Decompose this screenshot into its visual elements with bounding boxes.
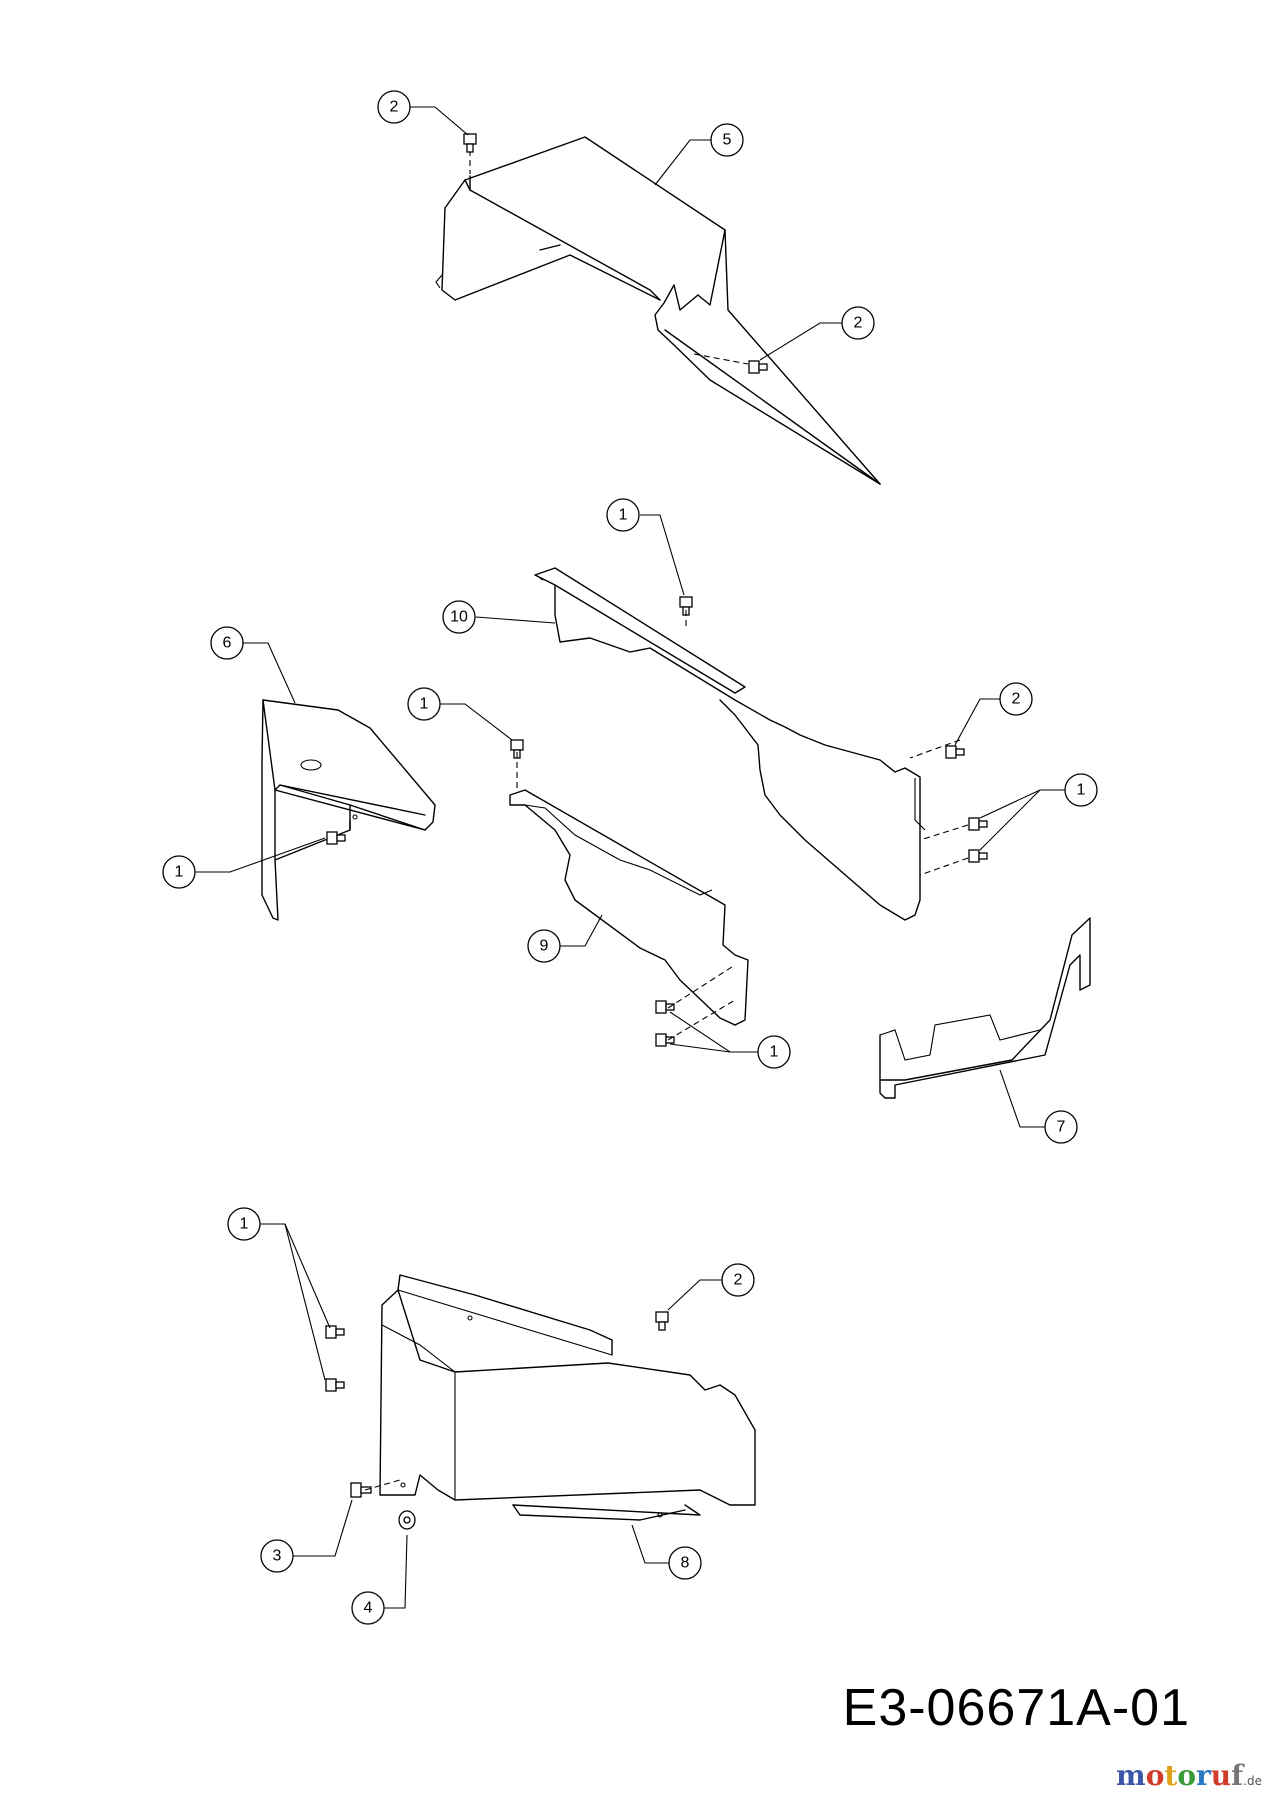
- svg-text:3: 3: [273, 1548, 282, 1565]
- callout-4: 4: [351, 1591, 385, 1625]
- bolt-icon: [463, 133, 477, 153]
- bolt-icon: [325, 1325, 345, 1339]
- svg-text:2: 2: [1012, 691, 1021, 708]
- svg-text:1: 1: [420, 696, 429, 713]
- callout-2: 2: [999, 682, 1033, 716]
- callout-1: 1: [162, 855, 196, 889]
- svg-text:1: 1: [240, 1216, 249, 1233]
- part-9-small-panel: [509, 789, 749, 1026]
- part-8-bottom-cover: [379, 1274, 756, 1521]
- svg-text:4: 4: [364, 1600, 373, 1617]
- svg-text:10: 10: [450, 609, 468, 626]
- svg-text:9: 9: [540, 938, 549, 955]
- svg-text:2: 2: [854, 315, 863, 332]
- svg-text:5: 5: [723, 132, 732, 149]
- callout-7: 7: [1044, 1110, 1078, 1144]
- drawing-number: E3-06671A-01: [842, 1679, 1190, 1737]
- callout-8: 8: [668, 1546, 702, 1580]
- part-7-bracket: [879, 917, 1091, 1099]
- callout-1: 1: [407, 687, 441, 721]
- callout-1: 1: [227, 1207, 261, 1241]
- callout-6: 6: [210, 626, 244, 660]
- bolt-icon: [325, 1378, 345, 1392]
- part-5-top-cover: [435, 136, 881, 485]
- callout-2: 2: [377, 90, 411, 124]
- callout-5: 5: [710, 123, 744, 157]
- bolt-icon: [655, 1000, 675, 1014]
- bolt-icon: [748, 360, 768, 374]
- svg-text:1: 1: [619, 507, 628, 524]
- callout-10: 10: [442, 600, 476, 634]
- svg-text:6: 6: [223, 635, 232, 652]
- callout-2: 2: [721, 1263, 755, 1297]
- svg-text:7: 7: [1057, 1119, 1066, 1136]
- part-10-long-panel: [534, 567, 926, 921]
- bolt-icon: [326, 831, 346, 845]
- bolt-icon: [655, 1311, 669, 1331]
- bolt-icon: [968, 849, 988, 863]
- svg-text:8: 8: [681, 1555, 690, 1572]
- svg-text:1: 1: [1077, 782, 1086, 799]
- bolt-icon: [350, 1482, 372, 1498]
- callout-1: 1: [1064, 773, 1098, 807]
- callout-9: 9: [527, 929, 561, 963]
- bolt-icon: [968, 817, 988, 831]
- leader-lines: [195, 106, 1065, 1609]
- nut-icon: [398, 1510, 416, 1530]
- callout-balloons: 2 5 2 1 10 1 2 1 6 1 9 1 7 1 2 3 4 8: [162, 90, 1098, 1625]
- svg-text:1: 1: [175, 864, 184, 881]
- svg-text:2: 2: [390, 99, 399, 116]
- alignment-lines: [364, 610, 969, 1491]
- svg-text:2: 2: [734, 1272, 743, 1289]
- svg-text:1: 1: [770, 1044, 779, 1061]
- callout-1: 1: [757, 1035, 791, 1069]
- callout-1: 1: [606, 498, 640, 532]
- callout-3: 3: [260, 1539, 294, 1573]
- bolt-icon: [945, 745, 965, 759]
- bolt-icon: [655, 1033, 675, 1047]
- callout-2: 2: [841, 306, 875, 340]
- part-6-side-shield: [261, 699, 436, 921]
- fasteners: [325, 133, 988, 1530]
- watermark-logo: motoruf.de: [1116, 1759, 1262, 1792]
